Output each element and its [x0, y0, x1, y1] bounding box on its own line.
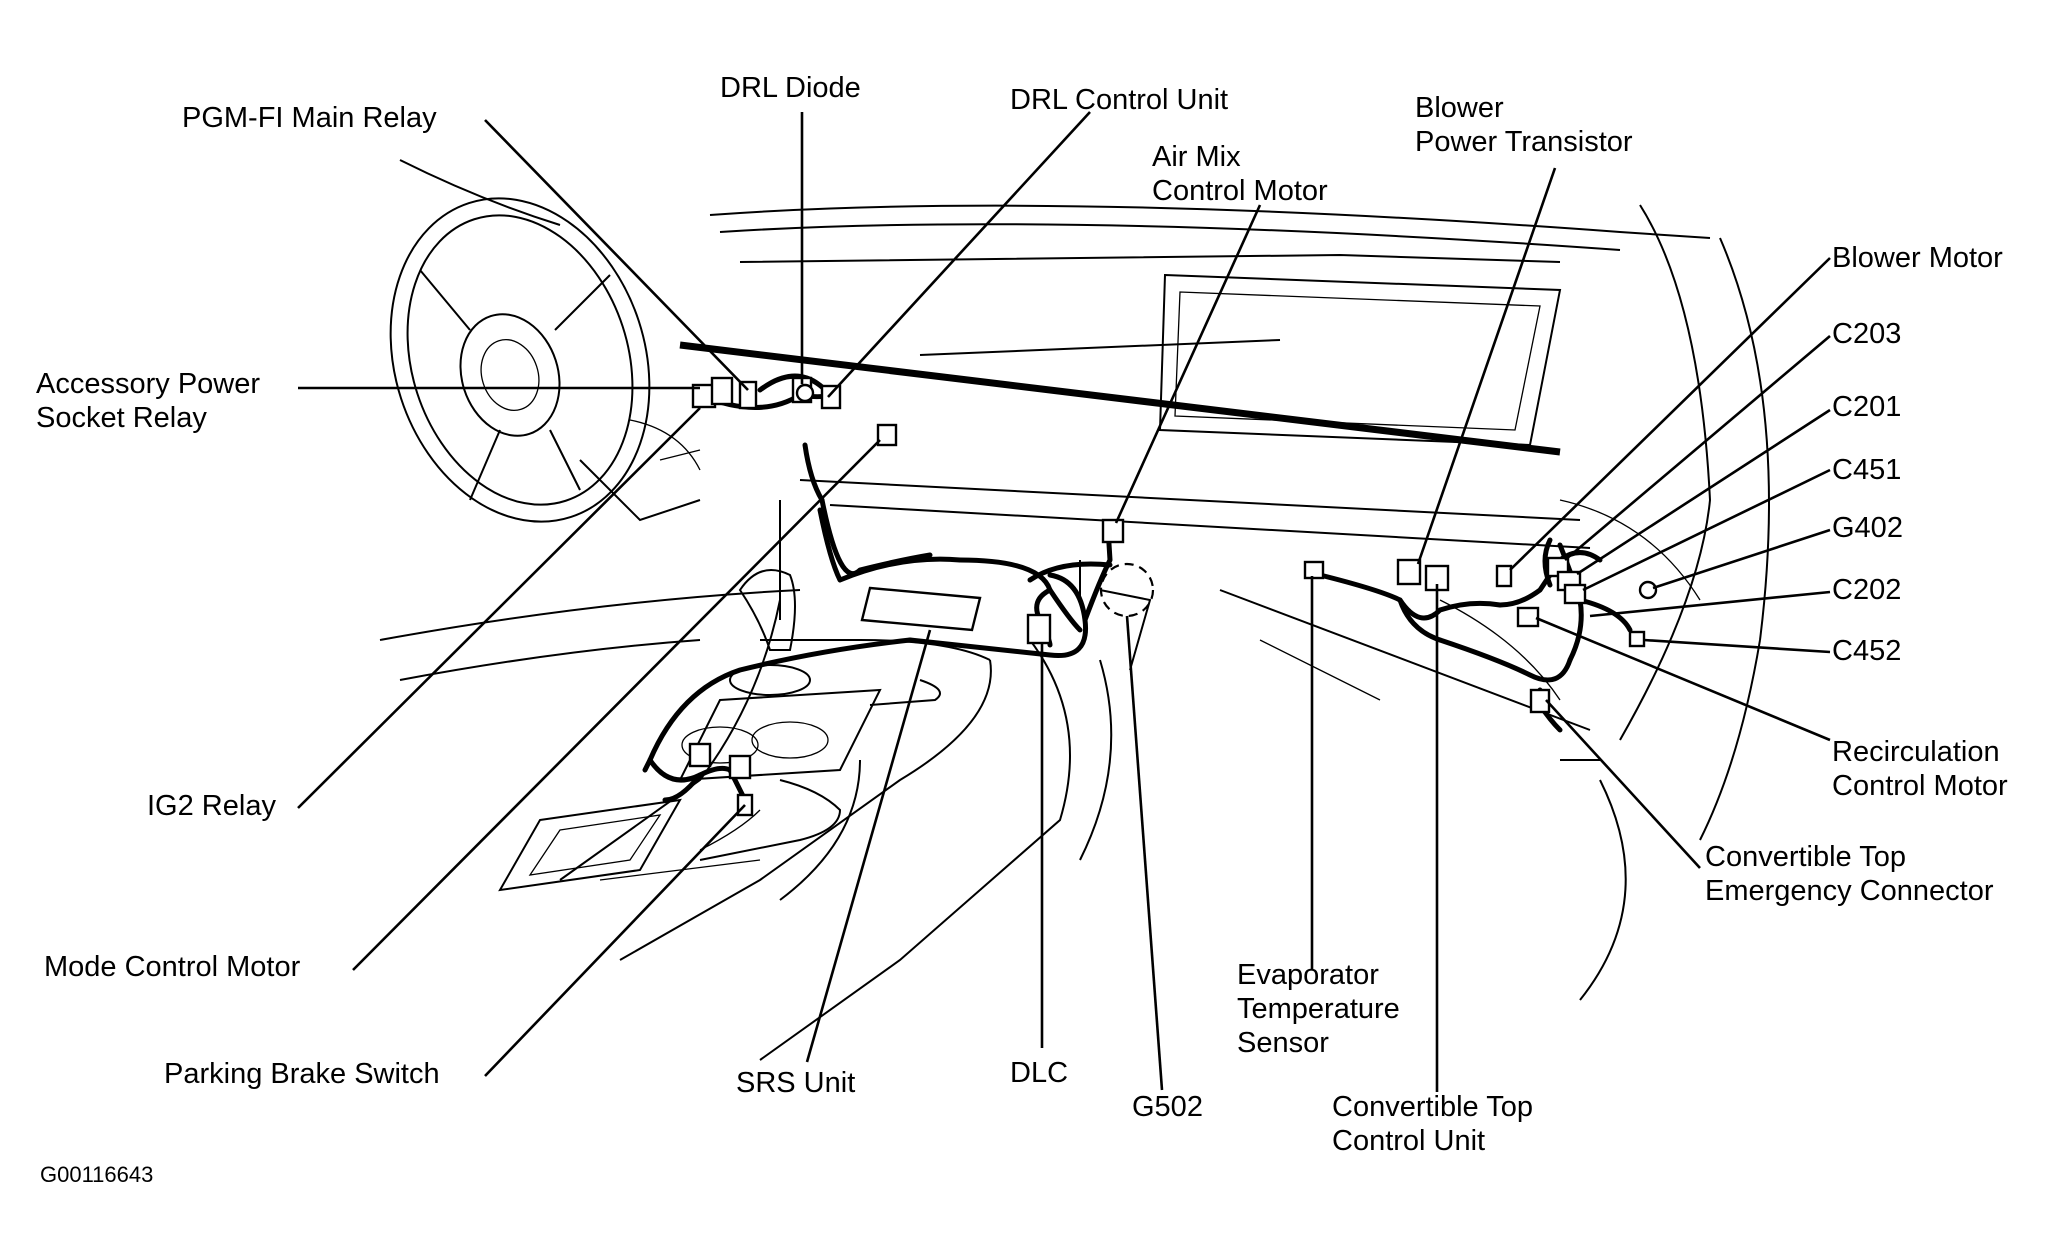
mode-control-motor-connector [876, 423, 898, 447]
label-c203: C203 [1832, 318, 1902, 350]
components [688, 376, 1658, 817]
label-evaporator-temperature-sensor: Evaporator Temperature Sensor [1237, 958, 1400, 1060]
console-connector-b [728, 754, 752, 780]
label-pgm-fi-main-relay: PGM-FI Main Relay [182, 102, 437, 134]
leader-g402 [1652, 528, 1831, 590]
label-ct-emergency-line1: Convertible Top [1705, 841, 1906, 873]
g502-ground-location [1099, 562, 1155, 618]
dlc-connector [1026, 613, 1052, 645]
label-c201: C201 [1832, 391, 1902, 423]
label-drl-control-unit: DRL Control Unit [1010, 84, 1229, 116]
label-convertible-top-control-unit: Convertible Top Control Unit [1332, 1090, 1533, 1158]
label-srs-unit: SRS Unit [736, 1067, 856, 1099]
label-blower-pt-line1: Blower [1415, 92, 1504, 124]
label-blower-power-transistor: Blower Power Transistor [1415, 91, 1633, 159]
leader-c451 [1582, 468, 1831, 592]
accessory-relay-connector-2 [710, 376, 734, 406]
label-recirculation-control-motor: Recirculation Control Motor [1832, 735, 2008, 803]
console-connector-a [688, 742, 712, 768]
label-g402: G402 [1832, 512, 1903, 544]
leader-c203 [1564, 335, 1831, 561]
label-c451: C451 [1832, 454, 1902, 486]
recirc-motor-connector [1516, 606, 1540, 628]
label-recirc-line2: Control Motor [1832, 770, 2008, 802]
label-blower-motor: Blower Motor [1832, 242, 2003, 274]
leader-c202 [1589, 590, 1831, 618]
label-accessory-line2: Socket Relay [36, 402, 207, 434]
label-evap-line3: Sensor [1237, 1027, 1329, 1059]
label-c202: C202 [1832, 574, 1902, 606]
leader-ig2-relay [297, 407, 701, 809]
drl-diode-body [795, 383, 815, 403]
srs-unit-box [860, 586, 982, 632]
leader-air-mix-control-motor [1114, 204, 1262, 524]
leader-pgm-fi-main-relay [484, 119, 749, 391]
leader-convertible-top-emergency-connector [1545, 699, 1701, 869]
dashboard-line-art [379, 159, 1770, 1061]
blower-pt-connector [1495, 564, 1513, 588]
label-accessory-power-socket-relay: Accessory Power Socket Relay [36, 367, 260, 435]
label-evap-line1: Evaporator [1237, 959, 1379, 991]
c451-connector [1563, 583, 1587, 605]
label-evap-line2: Temperature [1237, 993, 1400, 1025]
label-parking-brake-switch: Parking Brake Switch [164, 1058, 440, 1090]
g402-ground [1638, 580, 1658, 600]
label-air-mix-control-motor: Air Mix Control Motor [1152, 140, 1328, 208]
leader-srs-unit [805, 629, 932, 1063]
leader-mode-control-motor [352, 439, 881, 971]
label-ct-emergency-line2: Emergency Connector [1705, 875, 1994, 907]
label-air-mix-line2: Control Motor [1152, 175, 1328, 207]
wiring-harness [642, 341, 1633, 813]
label-accessory-line1: Accessory Power [36, 368, 261, 400]
drl-control-unit-connector [820, 384, 842, 410]
ct-control-unit-connector-a [1396, 558, 1422, 586]
label-mode-control-motor: Mode Control Motor [44, 951, 301, 983]
c452-connector [1628, 630, 1646, 648]
label-dlc: DLC [1010, 1057, 1069, 1089]
label-drl-diode: DRL Diode [720, 72, 861, 104]
leader-g502 [1125, 615, 1164, 1091]
leader-blower-power-transistor [1416, 167, 1557, 565]
leader-lines [297, 111, 1831, 1092]
label-ig2-relay: IG2 Relay [147, 790, 276, 822]
figure-id: G00116643 [40, 1162, 154, 1187]
leader-c201 [1576, 408, 1831, 576]
leader-parking-brake-switch [484, 804, 746, 1077]
label-blower-pt-line2: Power Transistor [1415, 126, 1633, 158]
label-ct-control-line2: Control Unit [1332, 1125, 1486, 1157]
evap-sensor-connector [1303, 560, 1325, 580]
leader-blower-motor [1509, 257, 1831, 571]
label-c452: C452 [1832, 635, 1902, 667]
leader-recirculation-control-motor [1535, 616, 1831, 742]
leader-c452 [1643, 638, 1831, 654]
label-air-mix-line1: Air Mix [1152, 141, 1241, 173]
ct-emergency-connector [1529, 688, 1551, 714]
pgm-fi-relay-connector [738, 380, 758, 410]
label-g502: G502 [1132, 1091, 1203, 1123]
label-convertible-top-emergency-connector: Convertible Top Emergency Connector [1705, 840, 1994, 908]
air-mix-motor-connector [1101, 518, 1125, 544]
label-recirc-line1: Recirculation [1832, 736, 2000, 768]
label-ct-control-line1: Convertible Top [1332, 1091, 1533, 1123]
leader-drl-control-unit [827, 111, 1091, 398]
